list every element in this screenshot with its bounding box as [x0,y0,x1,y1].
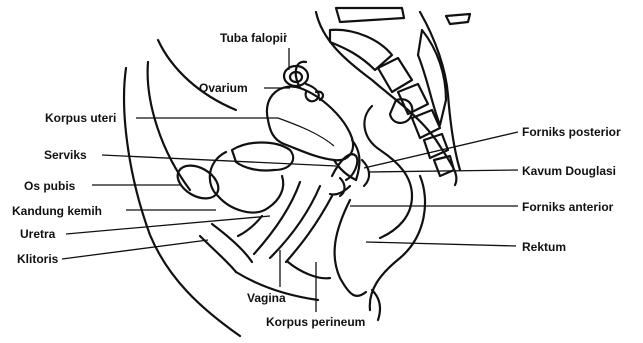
bladder-shape [210,143,293,213]
label-korpus-perineum: Korpus perineum [266,315,365,329]
label-tuba-falopii: Tuba falopii [220,31,286,45]
label-rektum: Rektum [522,240,566,254]
label-forniks-anterior: Forniks anterior [522,200,614,214]
label-kavum-douglasi: Kavum Douglasi [522,164,616,178]
label-korpus-uteri: Korpus uteri [45,111,116,125]
uterus-shape [267,62,360,180]
label-ovarium: Ovarium [199,81,248,95]
pubic-bone [172,159,224,205]
rectum-shape [364,99,425,320]
label-os-pubis: Os pubis [24,179,76,193]
label-uretra: Uretra [20,227,56,241]
label-serviks: Serviks [44,148,87,162]
label-kandung-kemih: Kandung kemih [12,204,102,218]
label-vagina: Vagina [247,291,286,305]
vagina-perineum [200,178,366,300]
label-klitoris: Klitoris [17,252,59,266]
label-forniks-posterior: Forniks posterior [522,125,621,139]
